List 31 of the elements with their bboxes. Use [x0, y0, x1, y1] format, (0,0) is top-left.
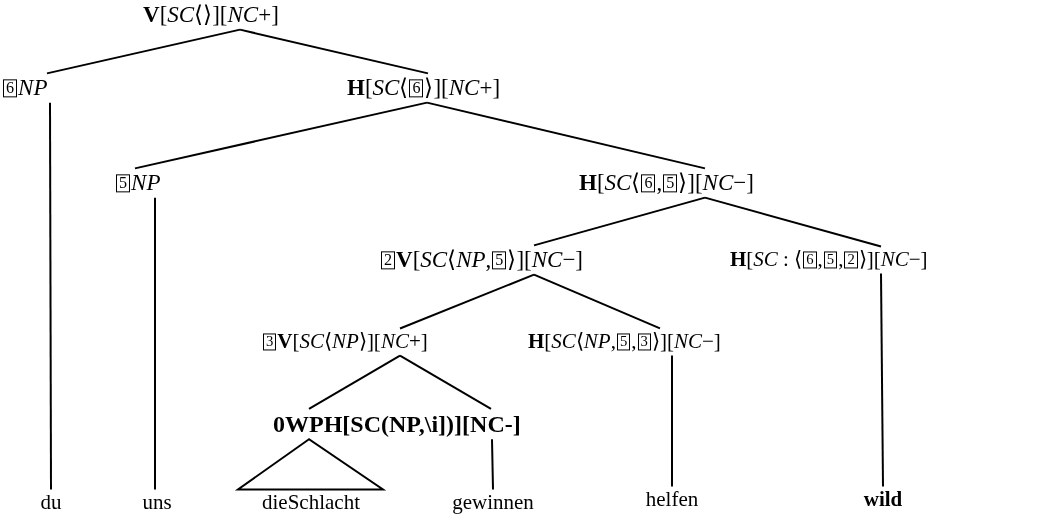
category-label: H[SC⟨6,5⟩][NC−]: [579, 170, 754, 196]
word-label: gewinnen: [452, 491, 534, 515]
tree-branch: [533, 196, 706, 247]
tree-branch: [154, 196, 156, 491]
word-label: uns: [142, 491, 172, 515]
tree-branch: [399, 273, 535, 330]
tree-branch: [46, 28, 241, 75]
triangle-branch: [234, 438, 387, 491]
word-label: dieSchlacht: [262, 491, 360, 515]
category-label: V[SC⟨⟩][NC+]: [143, 2, 279, 28]
tree-branch: [533, 273, 661, 330]
tree-branch: [49, 101, 52, 491]
tree-branch: [308, 354, 401, 410]
tree-branch: [671, 354, 673, 488]
category-label: 2V[SC⟨NP,5⟩][NC−]: [380, 247, 584, 273]
tree-branch: [491, 438, 494, 491]
tree-branch: [880, 272, 884, 488]
category-label: H[SC⟨6⟩][NC+]: [347, 75, 501, 101]
word-label: du: [40, 491, 62, 515]
tree-branch: [134, 101, 428, 170]
tree-branch: [704, 196, 882, 248]
tree-branch: [426, 101, 706, 170]
category-label: H[SC : ⟨6,5,2⟩][NC−]: [730, 248, 928, 272]
category-label: H[SC⟨NP,5,3⟩][NC−]: [528, 330, 721, 354]
tree-branch: [399, 354, 492, 410]
word-label: helfen: [645, 488, 699, 512]
category-label: 6NP: [2, 75, 48, 101]
category-label: 5NP: [115, 170, 161, 196]
category-label: 0WPH[SC(NP,\i])][NC-]: [273, 410, 521, 438]
word-label: wild: [863, 488, 903, 512]
tree-branch: [239, 28, 429, 75]
